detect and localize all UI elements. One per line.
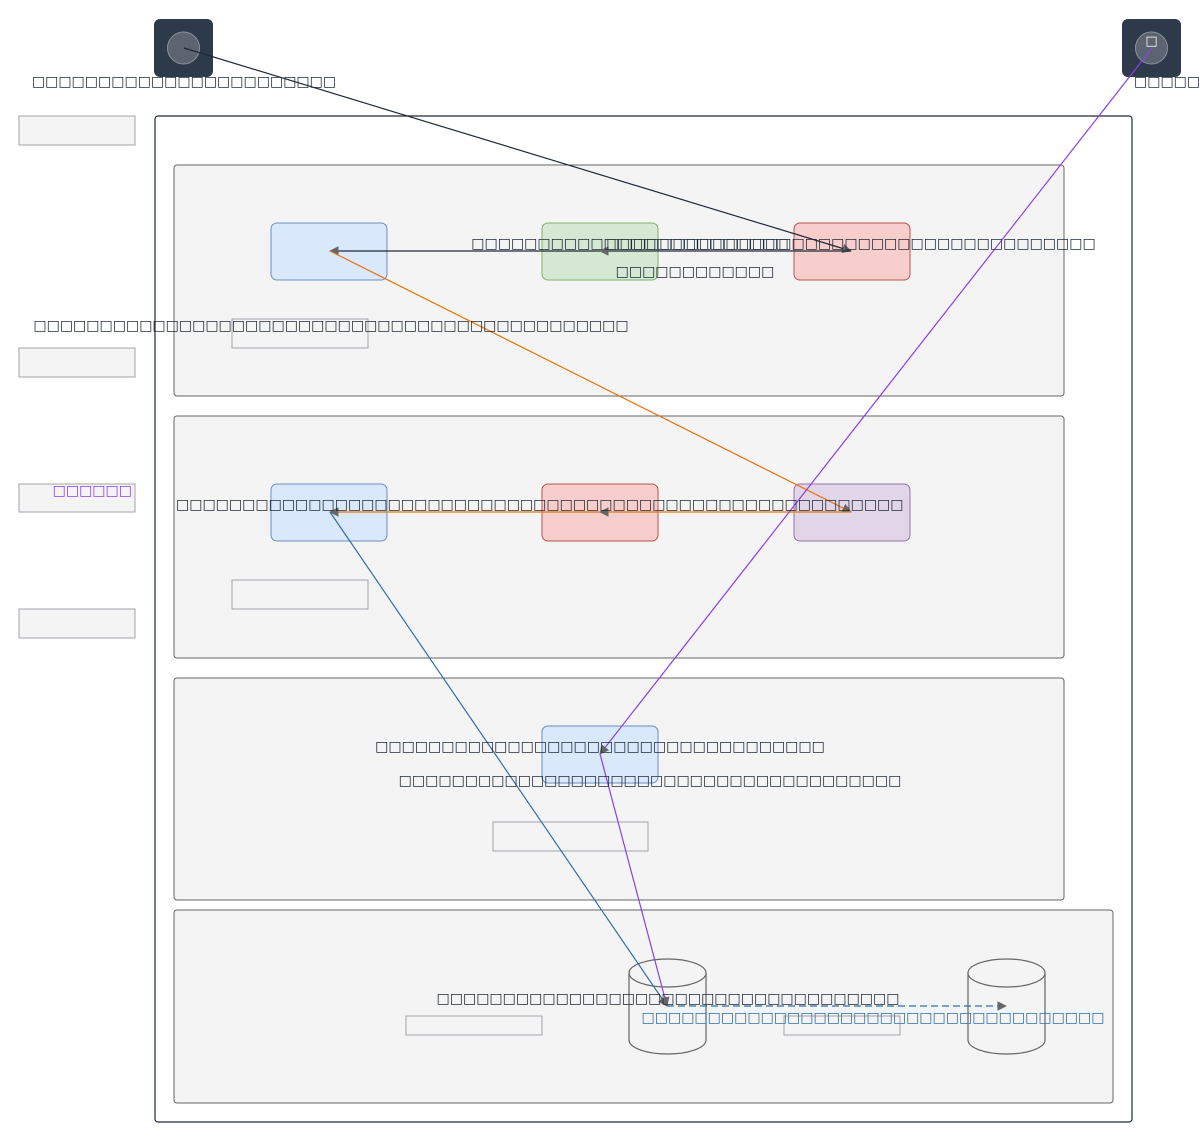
actor-left (154, 19, 213, 77)
edge-actor-right-to-node-g (599, 47, 1153, 755)
edge-label-node-g-to-db-1: □□□□□□□□□□□□□□□□□□□□□□□□□□□□□□□□□□□□□□ (399, 773, 902, 789)
sidebar-box-2 (18, 347, 136, 378)
tier-3 (173, 677, 1065, 901)
actor-right-label: □□□□□□□□□□□ (1134, 74, 1200, 90)
tier-1-caption-box (231, 318, 369, 349)
edge-node-g-to-db-1 (599, 753, 670, 1007)
tier-4-caption-box-1 (405, 1015, 543, 1036)
sidebar-box-1 (18, 115, 136, 146)
sidebar-label-3: □□□□□□ (53, 483, 132, 499)
db-1-cylinder (628, 958, 707, 1055)
edge-label-node-a-to-node-f: □□□□□□□□□□□□□□□□□□□□□□□□□□□□□□□□□□□□□□□□… (33, 318, 628, 334)
edge-label-node-c-to-node-a-line1: □□□□□□□□□□□□□□□□□□□□□□□□ (471, 236, 788, 252)
tier-2-caption-box (231, 579, 369, 610)
edge-actor-left-to-node-c (183, 47, 852, 254)
sidebar-box-4 (18, 608, 136, 639)
actor-right-icon: □ (1145, 34, 1157, 49)
edge-label-actor-right-to-node-g: □□□□□□□□□□□□□□□□□□□□□□□□□□□□□□□□□□ (375, 739, 825, 755)
actor-left-label: □□□□□□□□□□□□□□□□□□□□□□□ (32, 74, 336, 90)
edge-label-db-1-to-db-2: □□□□□□□□□□□□□□□□□□□□□□□□□□□□□□□□□□□ (642, 1010, 1105, 1026)
edge-node-d-to-db-1 (329, 511, 668, 1007)
db-2-cylinder (967, 958, 1046, 1055)
tier-4-caption-box-2 (783, 1015, 901, 1036)
edge-label-node-c-to-node-a-line2: □□□□□□□□□□□□ (616, 264, 775, 280)
edge-label-actor-left-to-node-c: □□□□□□□□□□□□□□□□□□□□□□□□□□□□□□□□□□□□□ (606, 236, 1095, 252)
edge-label-node-d-to-db-1: □□□□□□□□□□□□□□□□□□□□□□□□□□□□□□□□□□□ (437, 991, 900, 1007)
edge-node-a-to-node-f (329, 250, 852, 513)
sidebar-box-3 (18, 483, 136, 513)
edge-label-node-f-to-node-d: □□□□□□□□□□□□□□□□□□□□□□□□□□□□□□□□□□□□□□□□… (176, 497, 904, 513)
